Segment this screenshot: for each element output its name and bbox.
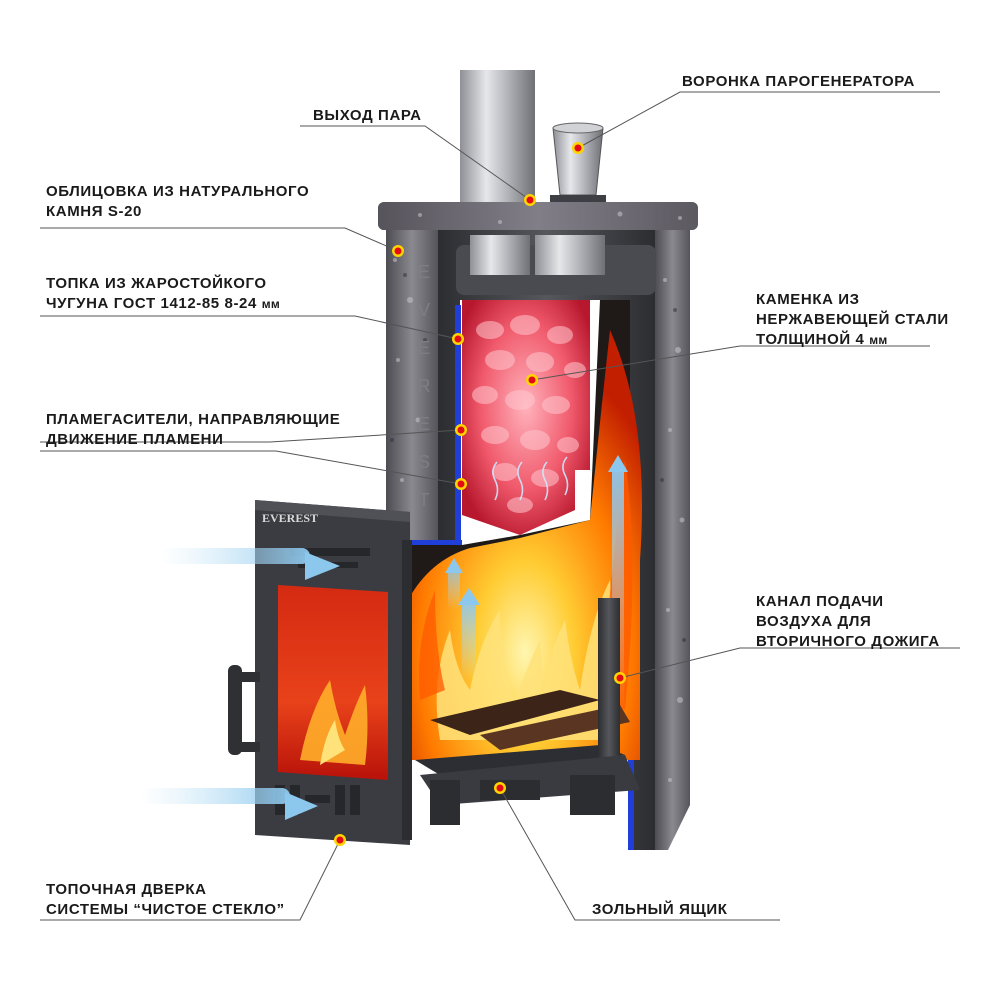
label-steam-outlet: ВЫХОД ПАРА	[313, 106, 422, 126]
label-line: КАМНЯ S-20	[46, 203, 142, 220]
label-line: ВТОРИЧНОГО ДОЖИГА	[756, 633, 940, 650]
label-firebox: ТОПКА ИЗ ЖАРОСТОЙКОГО ЧУГУНА ГОСТ 1412-8…	[46, 274, 280, 314]
label-line: ТОПКА ИЗ ЖАРОСТОЙКОГО	[46, 275, 267, 292]
steam-funnel	[550, 122, 606, 205]
logs	[430, 690, 630, 750]
callout-marker-dot	[616, 674, 624, 682]
label-flame-dampers: ПЛАМЕГАСИТЕЛИ, НАПРАВЛЯЮЩИЕ ДВИЖЕНИЕ ПЛА…	[46, 410, 340, 450]
side-brand-letter: V	[418, 300, 430, 320]
incoming-air-arrows	[140, 548, 340, 820]
callout-marker-dot	[394, 247, 402, 255]
label-line: ЗОЛЬНЫЙ ЯЩИК	[592, 901, 728, 918]
label-stone-cladding: ОБЛИЦОВКА ИЗ НАТУРАЛЬНОГО КАМНЯ S-20	[46, 182, 309, 222]
side-brand-letter: E	[418, 338, 430, 358]
callout-markers	[334, 142, 626, 846]
side-brand-letter: E	[418, 262, 430, 282]
label-line: ДВИЖЕНИЕ ПЛАМЕНИ	[46, 431, 224, 448]
chimney-pipe	[460, 70, 535, 213]
label-line: ВОРОНКА ПАРОГЕНЕРАТОРА	[682, 73, 915, 90]
label-line: КАНАЛ ПОДАЧИ	[756, 593, 884, 610]
callout-marker-dot	[457, 426, 465, 434]
callout-marker-dot	[457, 480, 465, 488]
callout-marker-dot	[574, 144, 582, 152]
label-air-channel: КАНАЛ ПОДАЧИ ВОЗДУХА ДЛЯ ВТОРИЧНОГО ДОЖИ…	[756, 592, 940, 652]
label-line: СИСТЕМЫ “ЧИСТОЕ СТЕКЛО”	[46, 901, 285, 918]
callout-marker-dot	[528, 376, 536, 384]
label-line: ПЛАМЕГАСИТЕЛИ, НАПРАВЛЯЮЩИЕ	[46, 411, 341, 428]
label-line: НЕРЖАВЕЮЩЕЙ СТАЛИ	[756, 311, 949, 328]
label-line: ВОЗДУХА ДЛЯ	[756, 613, 872, 630]
stone-cladding	[378, 202, 698, 850]
callout-marker-dot	[454, 335, 462, 343]
door-logo: EVEREST	[262, 511, 318, 525]
label-line: ЧУГУНА ГОСТ 1412-85 8-24 мм	[46, 294, 280, 314]
side-brand-letter: T	[419, 490, 430, 510]
side-brand-letter: E	[418, 414, 430, 434]
label-unit: мм	[869, 333, 888, 347]
callout-marker-dot	[526, 196, 534, 204]
label-line: ВЫХОД ПАРА	[313, 107, 422, 124]
side-brand-letters: EVEREST	[418, 262, 431, 510]
side-brand-letter: S	[418, 452, 430, 472]
callout-marker-dot	[336, 836, 344, 844]
ash-box	[420, 755, 640, 825]
side-brand-letter: R	[418, 376, 431, 396]
label-steam-funnel: ВОРОНКА ПАРОГЕНЕРАТОРА	[682, 72, 915, 92]
label-fire-door: ТОПОЧНАЯ ДВЕРКА СИСТЕМЫ “ЧИСТОЕ СТЕКЛО”	[46, 880, 285, 920]
label-text: ЧУГУНА ГОСТ 1412-85 8-24	[46, 295, 257, 312]
callout-marker-dot	[496, 784, 504, 792]
fire-door	[228, 500, 412, 845]
heater-stones	[462, 300, 590, 535]
label-ash-box: ЗОЛЬНЫЙ ЯЩИК	[592, 900, 727, 920]
label-heater: КАМЕНКА ИЗ НЕРЖАВЕЮЩЕЙ СТАЛИ ТОЛЩИНОЙ 4 …	[756, 290, 949, 350]
label-line: ОБЛИЦОВКА ИЗ НАТУРАЛЬНОГО	[46, 183, 310, 200]
label-line: КАМЕНКА ИЗ	[756, 291, 860, 308]
air-channel-plate	[598, 598, 620, 758]
label-unit: мм	[261, 297, 281, 311]
label-text: ТОЛЩИНОЙ 4	[756, 331, 865, 348]
label-line: ТОЛЩИНОЙ 4 мм	[756, 330, 949, 350]
leader-lines	[40, 91, 960, 921]
label-line: ТОПОЧНАЯ ДВЕРКА	[46, 881, 207, 898]
